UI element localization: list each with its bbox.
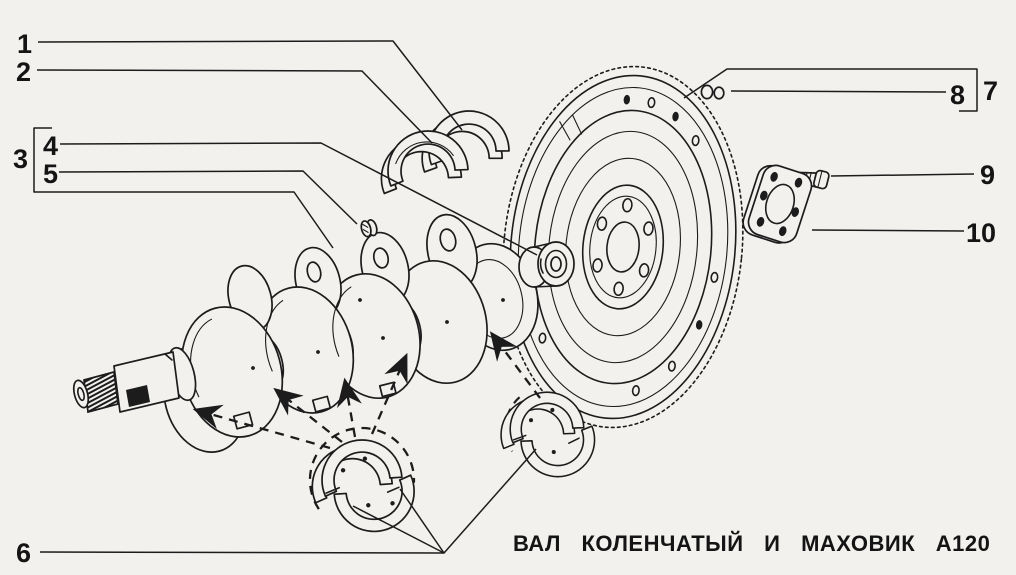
thrust-half-rings-drawing xyxy=(380,110,510,195)
callout-8-label: 8 xyxy=(950,80,965,110)
callout-7-bracket xyxy=(683,68,978,112)
callout-9-label: 9 xyxy=(980,160,995,190)
pilot-bearing-drawing xyxy=(518,241,575,288)
flywheel-washer-drawing xyxy=(742,164,813,244)
figure-caption: ВАЛ КОЛЕНЧАТЫЙ И МАХОВИК А120 xyxy=(513,531,990,556)
oil-plug-drawing xyxy=(360,219,378,238)
flywheel-drawing xyxy=(502,65,744,429)
leader-lines xyxy=(33,40,978,554)
callout-3-leader-bracket xyxy=(33,127,334,249)
callout-6-label: 6 xyxy=(16,538,31,568)
main-bearing-shells-left xyxy=(308,426,416,533)
callout-3-label: 3 xyxy=(13,144,28,174)
main-bearing-shells-right xyxy=(500,391,596,478)
flywheel-rim-holes xyxy=(526,94,719,397)
callout-10-leader xyxy=(811,229,965,232)
callout-2-label: 2 xyxy=(16,57,31,87)
callout-1-label: 1 xyxy=(17,29,32,59)
callout-9-leader xyxy=(830,173,975,177)
callout-4-label: 4 xyxy=(43,131,58,161)
callout-10-label: 10 xyxy=(966,218,996,248)
callout-numbers: 1 2 3 4 5 6 7 8 9 10 xyxy=(13,29,998,568)
callout-2-leader xyxy=(36,69,433,144)
callout-4-leader xyxy=(59,142,538,256)
flywheel-bolt-holes xyxy=(592,197,654,297)
callout-1-leader xyxy=(37,40,463,131)
callout-7-label: 7 xyxy=(983,76,998,106)
dowel-pin-drawing xyxy=(700,84,725,100)
callout-5-label: 5 xyxy=(43,159,58,189)
callout-5-leader xyxy=(58,170,358,225)
crankshaft-drawing xyxy=(72,213,544,453)
callout-8-leader xyxy=(730,90,947,93)
